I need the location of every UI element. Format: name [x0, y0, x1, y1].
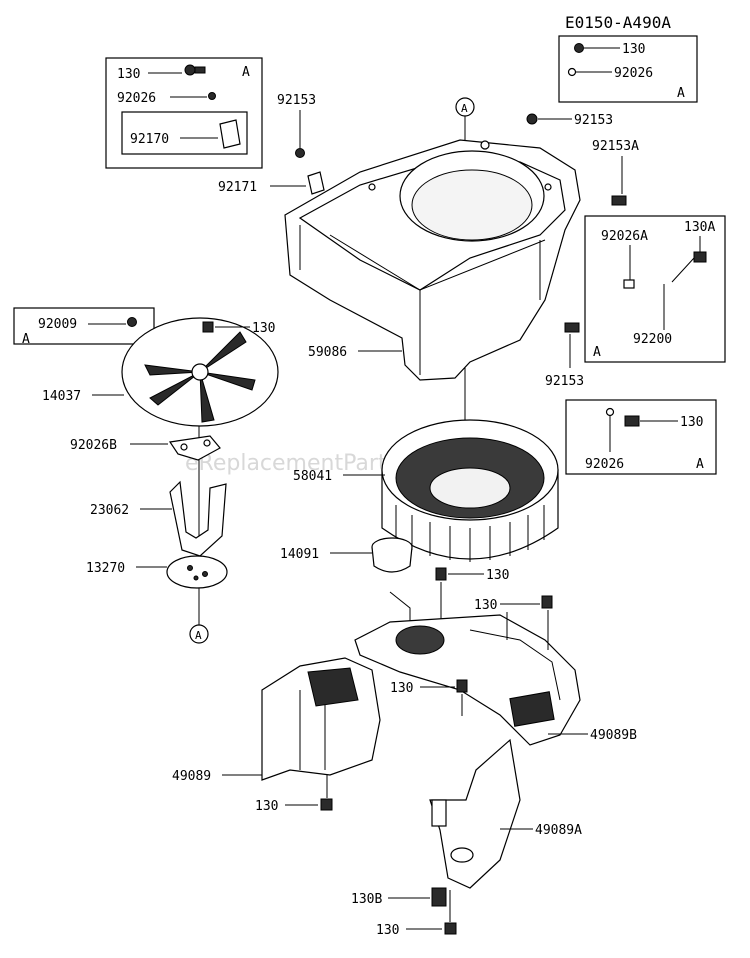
screw-icon [456, 679, 468, 693]
callout-130[interactable]: 130 [486, 568, 509, 583]
bolt-icon [564, 322, 580, 333]
rotating-screen[interactable] [121, 317, 279, 427]
diagram-id: E0150-A490A [565, 13, 671, 32]
grommet-icon [431, 887, 447, 907]
part-label[interactable]: 130A [684, 220, 715, 235]
callout-130[interactable]: 130 [255, 799, 278, 814]
box-label: A [696, 457, 704, 472]
cooling-fan[interactable] [381, 419, 559, 562]
screw-icon [435, 567, 447, 581]
cover-49089[interactable] [261, 657, 381, 781]
screw-icon [202, 321, 214, 333]
callout-92026b[interactable]: 92026B [70, 438, 117, 453]
part-label[interactable]: 92026 [614, 66, 653, 81]
ring-14091[interactable] [371, 537, 413, 573]
part-label[interactable]: 130 [622, 42, 645, 57]
box-label: A [677, 86, 685, 101]
screw-icon [541, 595, 553, 609]
callout-49089[interactable]: 49089 [172, 769, 211, 784]
callout-130[interactable]: 130 [390, 681, 413, 696]
bolt-icon [693, 251, 707, 263]
callout-49089a[interactable]: 49089A [535, 823, 582, 838]
callout-92153[interactable]: 92153 [545, 374, 584, 389]
box-label: A [22, 332, 30, 347]
callout-130[interactable]: 130 [474, 598, 497, 613]
part-label[interactable]: 92026A [601, 229, 648, 244]
bolt-icon [574, 43, 584, 53]
cover-49089a[interactable] [429, 738, 521, 889]
washer-icon [567, 67, 577, 77]
ref-marker-bottom: A [189, 390, 209, 644]
screw-icon [444, 922, 457, 935]
box-label: A [593, 345, 601, 360]
washer-icon [605, 407, 615, 417]
callout-23062[interactable]: 23062 [90, 503, 129, 518]
clip-icon [307, 171, 325, 195]
callout-130[interactable]: 130 [252, 321, 275, 336]
screw-icon [320, 798, 333, 811]
callout-92153[interactable]: 92153 [277, 93, 316, 108]
blower-housing[interactable] [284, 139, 581, 381]
washer-92026b[interactable] [168, 435, 221, 461]
callout-14037[interactable]: 14037 [42, 389, 81, 404]
part-label[interactable]: 92009 [38, 317, 77, 332]
plate-13270[interactable] [166, 555, 228, 589]
detail-box-lower-right: 130 92026 A [565, 399, 717, 475]
callout-14091[interactable]: 14091 [280, 547, 319, 562]
bolt-icon [526, 113, 538, 125]
callout-92171[interactable]: 92171 [218, 180, 257, 195]
callout-58041[interactable]: 58041 [293, 469, 332, 484]
bracket-23062[interactable] [169, 480, 227, 557]
part-label[interactable]: 130 [117, 67, 140, 82]
bolt-icon [624, 415, 640, 427]
detail-box-top-right: 130 92026 A [558, 35, 698, 103]
callout-13270[interactable]: 13270 [86, 561, 125, 576]
detail-box-top-left: A 130 92026 92170 [105, 57, 263, 169]
screw-icon [127, 317, 137, 327]
callout-49089b[interactable]: 49089B [590, 728, 637, 743]
bolt-icon [295, 148, 305, 158]
bolt-icon [184, 64, 196, 76]
detail-box-mid-right: 92026A 130A 92200 A [584, 215, 726, 363]
svg-text:A: A [461, 102, 468, 115]
washer-icon [623, 279, 635, 289]
detail-box-left: 92009 A [13, 307, 155, 347]
part-label[interactable]: 130 [680, 415, 703, 430]
callout-92153[interactable]: 92153 [574, 113, 613, 128]
callout-92153a[interactable]: 92153A [592, 139, 639, 154]
callout-130[interactable]: 130 [376, 923, 399, 938]
clip-icon [219, 119, 241, 149]
washer-icon [208, 92, 216, 100]
callout-59086[interactable]: 59086 [308, 345, 347, 360]
part-label[interactable]: 92170 [130, 132, 169, 147]
bolt-icon [611, 195, 627, 206]
part-label[interactable]: 92200 [633, 332, 672, 347]
svg-text:A: A [195, 629, 202, 642]
part-label[interactable]: 92026 [585, 457, 624, 472]
callout-130b[interactable]: 130B [351, 892, 382, 907]
part-label[interactable]: 92026 [117, 91, 156, 106]
box-label: A [242, 65, 250, 80]
